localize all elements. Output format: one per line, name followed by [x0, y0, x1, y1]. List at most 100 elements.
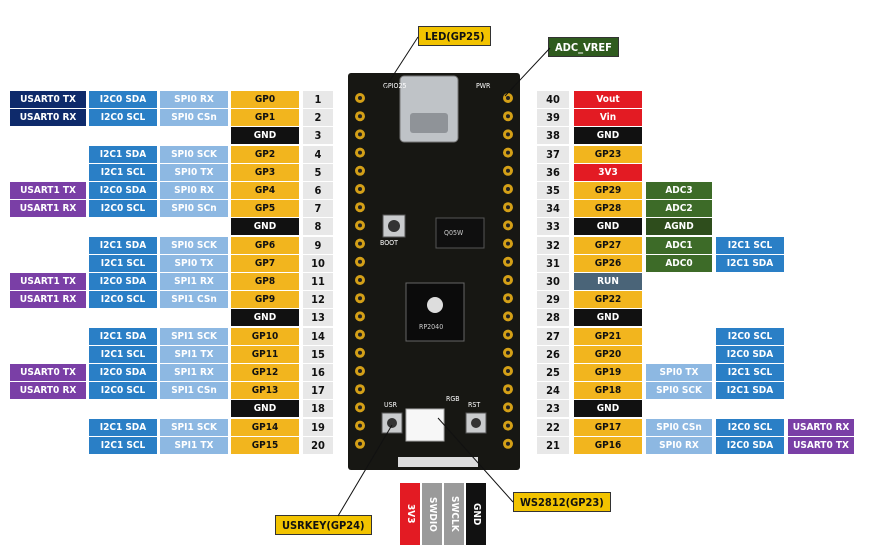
gpio-cell: GND [574, 218, 642, 236]
pin-number: 8 [303, 218, 333, 236]
pin-number: 12 [303, 291, 333, 309]
uart-cell: USART0 RX [10, 382, 86, 400]
gpio-cell: GP6 [231, 236, 299, 254]
gpio-cell: GP16 [574, 436, 642, 454]
usr-label: USR [384, 401, 397, 409]
gpio-cell: GP21 [574, 327, 642, 345]
i2c-cell: I2C1 SCL [89, 254, 157, 272]
i2c-cell: I2C0 SDA [716, 436, 784, 454]
i2c-cell: I2C1 SCL [89, 163, 157, 181]
pin-number: 28 [537, 309, 569, 327]
debug-pin-gnd: GND [466, 483, 486, 545]
i2c-cell: I2C1 SDA [716, 382, 784, 400]
gpio-cell: GP11 [231, 345, 299, 363]
uart-cell: USART0 RX [788, 418, 854, 436]
spi-cell: SPI0 TX [646, 364, 712, 381]
gpio-cell: GP1 [231, 109, 299, 127]
led-callout: LED(GP25) [418, 26, 492, 46]
i2c-cell: I2C1 SDA [716, 254, 784, 272]
pin-number: 3 [303, 127, 333, 145]
gpio-cell: GP8 [231, 273, 299, 290]
usrkey-callout: USRKEY(GP24) [275, 515, 372, 535]
spi-cell: SPI0 RX [646, 436, 712, 454]
gpio-cell: GP10 [231, 327, 299, 345]
board-graphic [355, 75, 513, 467]
gpio-cell: GP22 [574, 291, 642, 309]
i2c-cell: I2C1 SDA [89, 145, 157, 163]
pin-number: 13 [303, 309, 333, 327]
i2c-cell: I2C1 SDA [89, 418, 157, 436]
pin-number: 22 [537, 418, 569, 436]
spi-cell: SPI0 RX [160, 182, 228, 199]
adc-cell: ADC1 [646, 236, 712, 254]
uart-cell: USART0 TX [10, 91, 86, 108]
pin-number: 29 [537, 291, 569, 309]
spi-cell: SPI0 SCK [646, 382, 712, 400]
pin-number: 10 [303, 254, 333, 272]
rgb-label: RGB [446, 395, 460, 403]
spi-cell: SPI1 CSn [160, 291, 228, 309]
pin-number: 18 [303, 400, 333, 418]
uart-cell: USART1 TX [10, 182, 86, 199]
pin-number: 35 [537, 182, 569, 199]
ws2812-led [405, 408, 445, 442]
pin-number: 39 [537, 109, 569, 127]
spi-cell: SPI0 SCK [160, 236, 228, 254]
pin-number: 1 [303, 91, 333, 108]
gpio-cell: GP2 [231, 145, 299, 163]
i2c-cell: I2C0 SCL [89, 291, 157, 309]
spi-cell: SPI0 RX [160, 91, 228, 108]
adc-cell: ADC2 [646, 200, 712, 218]
pin-number: 27 [537, 327, 569, 345]
spi-cell: SPI1 CSn [160, 382, 228, 400]
i2c-cell: I2C1 SCL [716, 236, 784, 254]
gpio-cell: GP18 [574, 382, 642, 400]
pin-number: 34 [537, 200, 569, 218]
i2c-cell: I2C0 SDA [89, 364, 157, 381]
pwr-label: PWR [476, 82, 491, 90]
pin-number: 9 [303, 236, 333, 254]
i2c-cell: I2C0 SCL [716, 327, 784, 345]
pin-number: 32 [537, 236, 569, 254]
gpio-cell: GP4 [231, 182, 299, 199]
i2c-cell: I2C1 SDA [89, 236, 157, 254]
i2c-cell: I2C0 SDA [89, 273, 157, 290]
spi-cell: SPI1 RX [160, 273, 228, 290]
gpio-cell: RUN [574, 273, 642, 290]
gnd-cell: GND [231, 218, 299, 236]
gpio-cell: Vin [574, 109, 642, 127]
flash-chip [435, 217, 485, 249]
i2c-cell: I2C1 SCL [89, 436, 157, 454]
pin-number: 24 [537, 382, 569, 400]
spi-cell: SPI1 SCK [160, 418, 228, 436]
uart-cell: USART0 TX [788, 436, 854, 454]
spi-cell: SPI0 SCn [160, 200, 228, 218]
pin-number: 33 [537, 218, 569, 236]
uart-cell: USART0 RX [10, 109, 86, 127]
i2c-cell: I2C0 SCL [89, 200, 157, 218]
spi-cell: SPI1 TX [160, 345, 228, 363]
gpio-cell: Vout [574, 91, 642, 108]
pin-number: 11 [303, 273, 333, 290]
gpio-cell: GND [574, 400, 642, 418]
gpio-cell: GP15 [231, 436, 299, 454]
pin-number: 19 [303, 418, 333, 436]
pin-number: 15 [303, 345, 333, 363]
uart-cell: USART0 TX [10, 364, 86, 381]
pin-number: 37 [537, 145, 569, 163]
boot-label: BOOT [380, 239, 398, 247]
gnd-cell: GND [231, 127, 299, 145]
pin-number: 6 [303, 182, 333, 199]
i2c-cell: I2C0 SDA [89, 91, 157, 108]
debug-pin-swdio: SWDIO [422, 483, 442, 545]
spi-cell: SPI0 CSn [160, 109, 228, 127]
gpio-cell: GP14 [231, 418, 299, 436]
i2c-cell: I2C0 SCL [716, 418, 784, 436]
gpio-cell: GP5 [231, 200, 299, 218]
debug-pin-swclk: SWCLK [444, 483, 464, 545]
pin-number: 17 [303, 382, 333, 400]
ws2812-callout: WS2812(GP23) [513, 492, 611, 512]
i2c-cell: I2C0 SCL [89, 382, 157, 400]
gpio-cell: GP9 [231, 291, 299, 309]
gpio-cell: GP13 [231, 382, 299, 400]
